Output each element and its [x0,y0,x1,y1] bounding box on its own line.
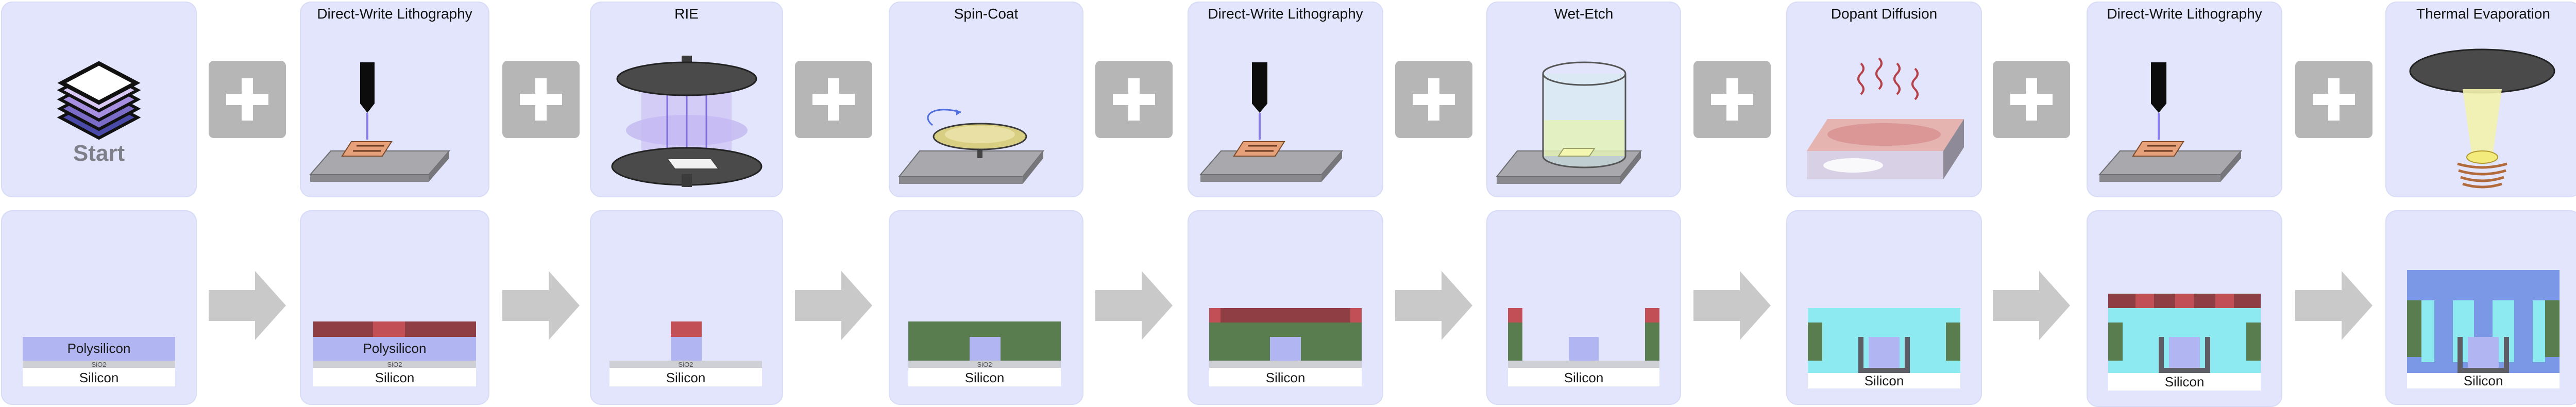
silicon-label: Silicon [964,370,1005,385]
polysilicon-layer [23,337,175,361]
cross-section-lithography-3: Silicon [2087,210,2282,407]
sio2-label: SiO2 [977,361,992,368]
step-title: Spin-Coat [954,6,1019,22]
step-title: Direct-Write Lithography [317,6,472,22]
sio2-label: SiO2 [678,361,693,368]
step-title: Wet-Etch [1554,6,1614,22]
plus-connector-5 [1395,61,1472,138]
sio2-label: SiO2 [387,361,402,368]
plus-connector-3 [795,61,872,138]
polysilicon-label: Polysilicon [67,341,131,356]
step-panel-start: Start [1,2,197,197]
stack-layers-icon [57,61,141,140]
silicon-label: Silicon [2463,373,2503,388]
sio2-layer [23,361,175,368]
step-panel-lithography-2: Direct-Write Lithography [1188,2,1383,197]
arrow-connector-1 [209,267,286,344]
step-title: Direct-Write Lithography [2107,6,2262,22]
etch-beaker-icon [1495,61,1642,184]
step-panel-spin-coat: Spin-Coat [889,2,1083,197]
plus-connector-2 [502,61,580,138]
cross-section-rie: SiO2 Silicon [590,210,783,405]
arrow-connector-8 [2295,267,2372,344]
step-panel-lithography-3: Direct-Write Lithography [2087,2,2282,197]
cross-section-lithography-2: Silicon [1188,210,1383,405]
spin-coater-icon [897,109,1045,184]
step-title: Direct-Write Lithography [1208,6,1363,22]
plus-connector-1 [209,61,286,138]
cross-section-start: Polysilicon SiO2 Silicon [1,210,197,405]
arrow-connector-6 [1693,267,1771,344]
diffusion-furnace-icon [1807,57,1964,179]
step-panel-thermal-evaporation: Thermal Evaporation [2385,2,2576,197]
silicon-label: Silicon [1265,370,1306,385]
silicon-label: Silicon [666,370,706,385]
arrow-connector-4 [1095,267,1173,344]
cross-section-spin-coat: SiO2 Silicon [889,210,1083,405]
cross-section-thermal-evaporation: Silicon [2385,210,2576,405]
step-panel-wet-etch: Wet-Etch [1486,2,1681,197]
plus-connector-8 [2295,61,2372,138]
arrow-connector-5 [1395,267,1472,344]
plasma-chamber-icon [611,56,762,187]
step-title: Dopant Diffusion [1831,6,1938,22]
start-label: Start [73,141,125,166]
arrow-connector-2 [502,267,580,344]
cross-section-wet-etch: Silicon [1486,210,1681,405]
laser-writer-icon [309,62,451,182]
silicon-label: Silicon [375,370,415,385]
polysilicon-label: Polysilicon [363,341,427,356]
silicon-label: Silicon [2164,374,2205,389]
silicon-label: Silicon [1564,370,1604,385]
arrow-connector-3 [795,267,872,344]
silicon-label: Silicon [79,370,119,385]
plus-connector-4 [1095,61,1173,138]
cross-section-lithography-1: Polysilicon SiO2 Silicon [300,210,489,405]
plus-connector-6 [1693,61,1771,138]
step-panel-rie: RIE [590,2,783,197]
step-panel-dopant-diffusion: Dopant Diffusion [1786,2,1982,197]
evaporator-icon [2409,48,2555,189]
step-panel-lithography-1: Direct-Write Lithography [300,2,489,197]
cross-section-dopant-diffusion: Silicon [1786,210,1982,405]
plus-connector-7 [1993,61,2070,138]
silicon-label: Silicon [1864,373,1904,388]
laser-writer-icon [2098,62,2243,182]
arrow-connector-7 [1993,267,2070,344]
sio2-label: SiO2 [91,361,107,368]
silicon-layer [23,368,175,386]
step-title: Thermal Evaporation [2416,6,2550,22]
step-title: RIE [674,6,699,22]
laser-writer-icon [1199,62,1344,182]
